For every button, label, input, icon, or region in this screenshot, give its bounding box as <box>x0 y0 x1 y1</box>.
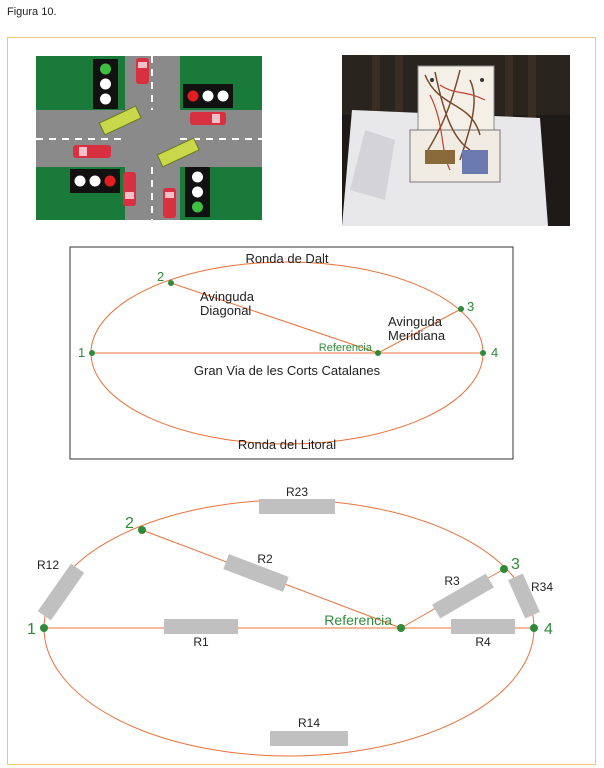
car-icon <box>123 172 136 206</box>
resistor-r1 <box>164 619 238 634</box>
map-node-2 <box>168 280 174 286</box>
traffic-light-icon <box>70 169 120 193</box>
map-node-1 <box>89 350 95 356</box>
street-map-diagram: Ronda de Dalt Ronda del Litoral Avinguda… <box>69 246 514 460</box>
circuit-node-2 <box>138 526 146 534</box>
map-node-reference <box>375 350 381 356</box>
circuit-label-reference: Referencia <box>324 612 392 628</box>
resistor-r23 <box>259 499 335 514</box>
map-node-label-3: 3 <box>467 299 474 314</box>
breadboard <box>425 150 455 164</box>
bus-icon <box>156 137 200 168</box>
map-label-meridiana-line1: Avinguda <box>388 314 443 329</box>
resistor-label-r12: R12 <box>37 558 59 572</box>
map-label-gran-via: Gran Via de les Corts Catalanes <box>194 363 381 378</box>
figure-frame <box>7 37 596 765</box>
battery-pack <box>462 150 488 174</box>
map-node-label-4: 4 <box>491 345 498 360</box>
car-icon <box>73 145 111 158</box>
diagonal-road <box>170 282 379 354</box>
resistor-r34 <box>508 573 540 619</box>
traffic-light-icon <box>93 59 118 109</box>
map-label-ronda-de-dalt: Ronda de Dalt <box>245 251 328 266</box>
map-label-ronda-del-litoral: Ronda del Litoral <box>238 437 336 452</box>
circuit-node-3 <box>500 565 508 573</box>
circuit-node-4 <box>530 624 538 632</box>
hardware-prototype-photo <box>342 55 570 226</box>
resistor-r12 <box>37 563 85 621</box>
resistor-r3 <box>432 573 494 619</box>
map-label-reference: Referencia <box>319 342 373 354</box>
traffic-light-icon <box>183 84 233 108</box>
map-label-diagonal-line1: Avinguda <box>200 289 255 304</box>
circuit-node-reference <box>397 624 405 632</box>
circuit-node-label-3: 3 <box>511 556 520 573</box>
map-border <box>69 246 514 460</box>
meridiana-road <box>377 308 462 354</box>
map-node-4 <box>480 350 486 356</box>
resistor-label-r2: R2 <box>257 552 273 566</box>
resistor-label-r23: R23 <box>286 485 308 499</box>
resistor-label-r14: R14 <box>298 716 320 730</box>
car-icon <box>136 58 149 84</box>
map-node-label-2: 2 <box>157 269 164 284</box>
circuit-node-1 <box>40 624 48 632</box>
resistor-label-r3: R3 <box>444 574 460 588</box>
resistor-r14 <box>270 731 348 746</box>
map-node-3 <box>458 306 464 312</box>
car-icon <box>163 188 176 218</box>
map-label-meridiana-line2: Meridiana <box>388 328 446 343</box>
traffic-light-icon <box>185 167 210 217</box>
map-node-label-1: 1 <box>78 345 85 360</box>
car-icon <box>190 112 226 125</box>
resistor-network-diagram: 1 2 3 4 Referencia R23 R12 R2 R3 R34 R1 … <box>27 485 553 757</box>
bus-icon <box>98 105 142 136</box>
resistor-r4 <box>451 619 515 634</box>
traffic-intersection-illustration <box>36 56 262 220</box>
circuit-node-label-4: 4 <box>544 621 553 638</box>
resistor-label-r34: R34 <box>531 580 553 594</box>
figure-caption: Figura 10. <box>7 6 57 18</box>
resistor-label-r4: R4 <box>475 635 491 649</box>
circuit-node-label-1: 1 <box>27 621 36 638</box>
circuit-node-label-2: 2 <box>125 515 134 532</box>
resistor-label-r1: R1 <box>193 635 209 649</box>
map-label-diagonal-line2: Diagonal <box>200 303 251 318</box>
resistor-r2 <box>223 554 289 592</box>
